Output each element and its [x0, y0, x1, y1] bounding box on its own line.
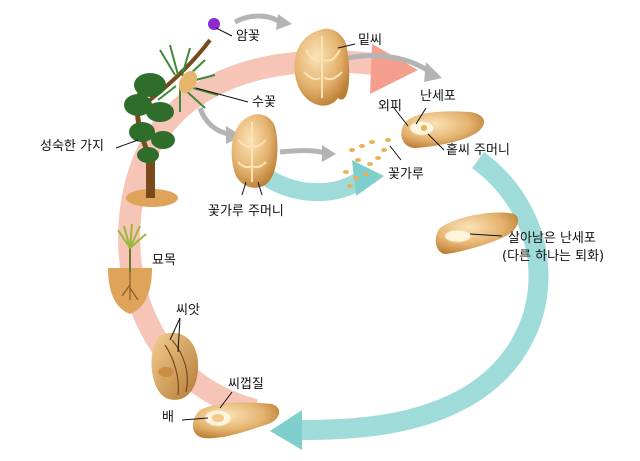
egg-cell-scale-illustration: [401, 111, 485, 148]
label-mature-branch: 성숙한 가지: [40, 139, 104, 154]
surviving-egg-scale-illustration: [435, 212, 519, 254]
mature-branch-illustration: [124, 18, 220, 207]
label-pollen-sac: 꽃가루 주머니: [208, 204, 284, 219]
leader-lines: [115, 27, 503, 421]
label-male-cone: 수꽃: [252, 95, 276, 110]
label-megasporangium: 홑씨 주머니: [446, 143, 510, 158]
pink-arrowhead-top: [370, 44, 418, 94]
embryo-scale-illustration: [192, 402, 280, 439]
label-pollen: 꽃가루: [388, 167, 424, 182]
label-embryo: 배: [162, 410, 174, 425]
ovule-scale-illustration: [294, 28, 350, 106]
label-seed-coat: 씨껍질: [228, 377, 264, 392]
label-integument: 외피: [378, 99, 402, 114]
pollen-sac-illustration: [231, 114, 278, 188]
gray-arrows: [197, 13, 432, 156]
teal-cycle-arrow: [299, 151, 549, 440]
teal-arrowhead-pollen: [352, 160, 384, 196]
label-surviving-egg-note: (다른 하나는 퇴화): [502, 249, 605, 264]
pollen-grains-illustration: [343, 138, 391, 188]
label-seed: 씨앗: [176, 303, 200, 318]
seedling-illustration: [108, 223, 152, 314]
label-seedling: 묘목: [152, 253, 176, 268]
label-ovule-scale: 밑씨: [358, 33, 382, 48]
label-egg-cell: 난세포: [420, 89, 456, 104]
label-female-cone: 암꽃: [236, 29, 260, 44]
gray-arrowheads: [226, 14, 442, 162]
seed-illustration: [151, 332, 199, 400]
teal-arrowhead-bottom: [270, 410, 302, 450]
teal-pollen-arrow: [263, 170, 366, 202]
label-surviving-egg: 살아남은 난세포: [508, 231, 596, 246]
